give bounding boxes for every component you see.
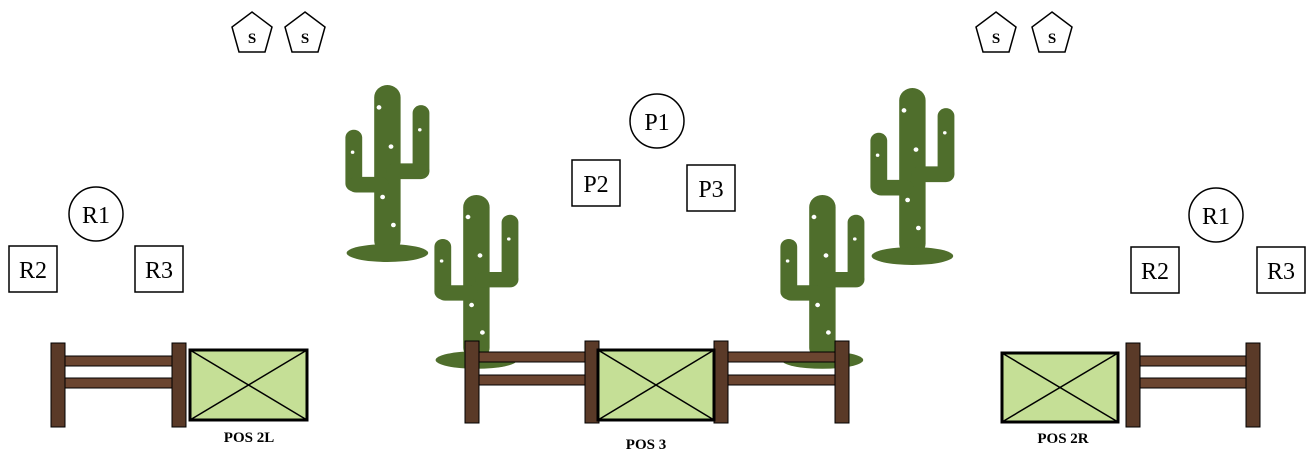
sponsor-label: S <box>248 31 256 47</box>
target-box <box>1000 351 1120 424</box>
svg-text:R3: R3 <box>1267 259 1295 285</box>
svg-text:R1: R1 <box>1202 204 1230 230</box>
position-3-barricade: POS 3 <box>464 340 850 453</box>
marker-p2: P2 <box>571 159 621 207</box>
cactus-icon <box>870 88 955 265</box>
svg-text:R3: R3 <box>145 258 173 284</box>
svg-text:P2: P2 <box>583 172 608 198</box>
position-label: POS 3 <box>626 437 666 453</box>
marker-r3-right: R3 <box>1256 246 1306 294</box>
cactus-icon <box>780 195 865 369</box>
marker-r2-left: R2 <box>8 245 58 293</box>
sponsor-label: S <box>301 31 309 47</box>
marker-r3-left: R3 <box>134 245 184 293</box>
sponsor-pentagon-icon: S <box>231 11 273 53</box>
position-2r-barricade: POS 2R <box>1000 342 1261 447</box>
marker-r1-left: R1 <box>68 186 124 242</box>
sponsor-label: S <box>992 31 1000 47</box>
marker-p1: P1 <box>629 93 685 149</box>
sponsor-marker-group-left: S S <box>231 11 326 53</box>
fence <box>50 342 187 428</box>
svg-text:R2: R2 <box>1141 259 1169 285</box>
marker-p3: P3 <box>686 164 736 212</box>
svg-text:P1: P1 <box>644 110 669 136</box>
position-label: POS 2L <box>224 430 274 446</box>
marker-r1-right: R1 <box>1188 187 1244 243</box>
sponsor-marker-group-right: S S <box>975 11 1073 53</box>
fence <box>464 340 850 424</box>
target-box <box>188 348 309 422</box>
svg-text:R1: R1 <box>82 203 110 229</box>
position-label: POS 2R <box>1037 431 1088 447</box>
svg-text:P3: P3 <box>698 177 723 203</box>
cactus-icon <box>345 85 430 262</box>
position-2l-barricade: POS 2L <box>50 342 309 446</box>
sponsor-label: S <box>1048 31 1056 47</box>
target-box <box>596 348 716 422</box>
sponsor-pentagon-icon: S <box>284 11 326 53</box>
marker-r2-right: R2 <box>1130 246 1180 294</box>
sponsor-pentagon-icon: S <box>975 11 1017 53</box>
sponsor-pentagon-icon: S <box>1031 11 1073 53</box>
svg-text:R2: R2 <box>19 258 47 284</box>
fence <box>1125 342 1261 428</box>
